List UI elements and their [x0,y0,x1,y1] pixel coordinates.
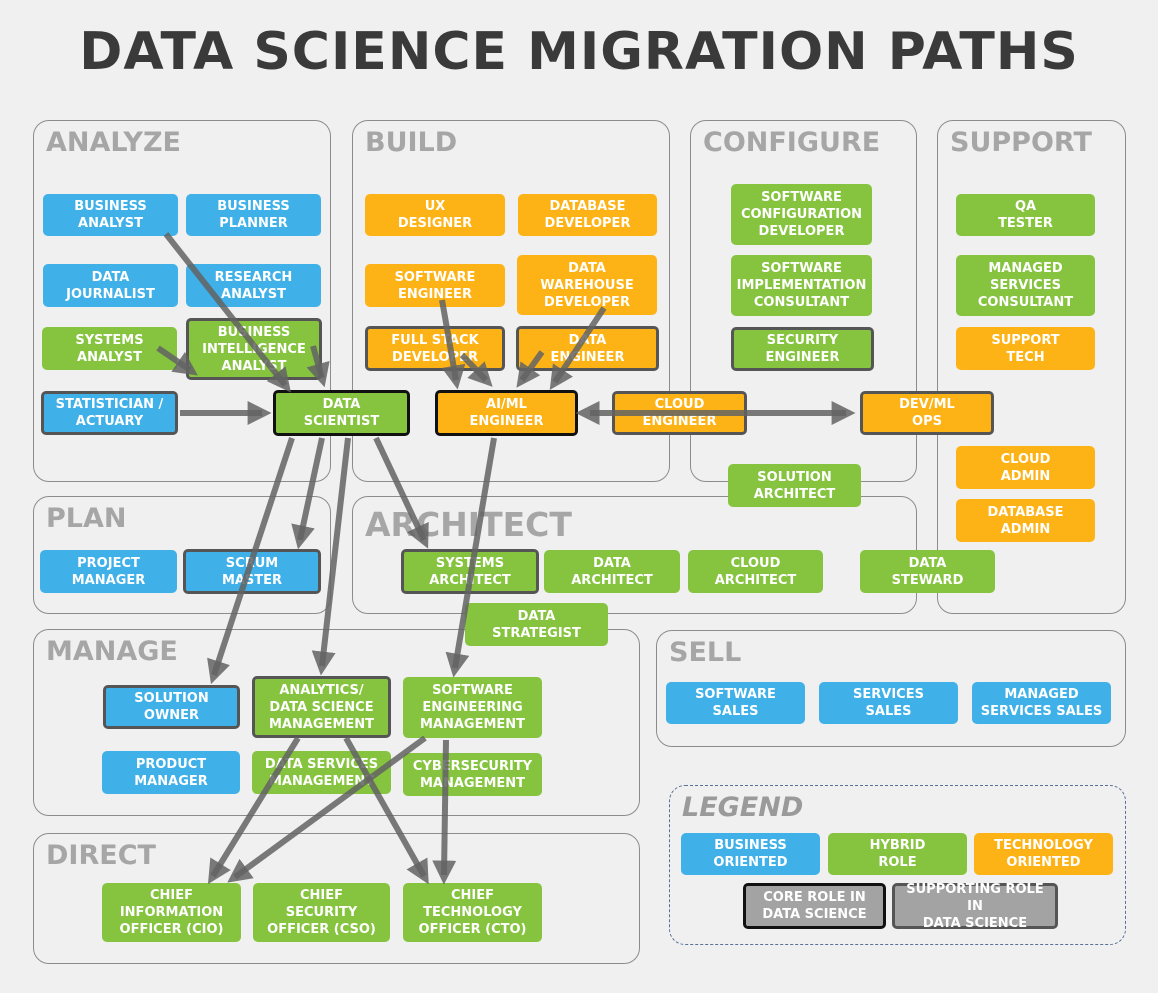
plan-section: PLAN [33,496,331,614]
role-data-warehouse-developer: DATA WAREHOUSE DEVELOPER [517,255,657,315]
role-cio: CHIEF INFORMATION OFFICER (CIO) [102,883,241,942]
role-software-implementation-consultant: SOFTWARE IMPLEMENTATION CONSULTANT [731,255,872,316]
role-full-stack-developer: FULL STACK DEVELOPER [365,326,505,371]
role-project-manager: PROJECT MANAGER [40,550,177,593]
role-dev-ml-ops: DEV/ML OPS [860,391,994,435]
support-section: SUPPORT [937,120,1126,614]
role-software-engineering-management: SOFTWARE ENGINEERING MANAGEMENT [403,677,542,738]
legend-section: LEGEND [669,785,1126,945]
role-data-journalist: DATA JOURNALIST [43,264,178,307]
role-business-analyst: BUSINESS ANALYST [43,194,178,236]
plan-section-title: PLAN [46,503,127,534]
role-systems-architect: SYSTEMS ARCHITECT [401,549,539,594]
page-title: DATA SCIENCE MIGRATION PATHS [79,22,1079,82]
role-software-configuration-developer: SOFTWARE CONFIGURATION DEVELOPER [731,184,872,245]
role-data-services-management: DATA SERVICES MANAGEMENT [252,751,391,794]
role-security-engineer: SECURITY ENGINEER [731,327,874,371]
role-cloud-admin: CLOUD ADMIN [956,446,1095,489]
role-cso: CHIEF SECURITY OFFICER (CSO) [253,883,390,942]
role-cloud-architect: CLOUD ARCHITECT [688,550,823,593]
analyze-section-title: ANALYZE [46,127,181,158]
role-database-admin: DATABASE ADMIN [956,499,1095,542]
role-support-tech: SUPPORT TECH [956,327,1095,370]
support-section-title: SUPPORT [950,127,1092,158]
role-qa-tester: QA TESTER [956,194,1095,236]
role-solution-owner: SOLUTION OWNER [103,685,240,729]
role-scrum-master: SCRUM MASTER [183,549,321,594]
manage-section-title: MANAGE [46,636,178,667]
legend-core-role: CORE ROLE IN DATA SCIENCE [743,883,886,929]
role-analytics-ds-management: ANALYTICS/ DATA SCIENCE MANAGEMENT [252,676,391,738]
role-software-sales: SOFTWARE SALES [666,682,805,724]
role-managed-services-consultant: MANAGED SERVICES CONSULTANT [956,255,1095,316]
role-data-architect: DATA ARCHITECT [544,550,680,593]
role-aiml-engineer: AI/ML ENGINEER [435,390,578,436]
build-section: BUILD [352,120,670,482]
role-cloud-engineer: CLOUD ENGINEER [612,391,747,435]
role-cybersecurity-management: CYBERSECURITY MANAGEMENT [403,753,542,796]
analyze-section: ANALYZE [33,120,331,482]
role-software-engineer: SOFTWARE ENGINEER [365,264,505,307]
architect-section-title: ARCHITECT [365,505,572,544]
sell-section: SELL [656,630,1126,747]
build-section-title: BUILD [365,127,458,158]
role-bi-analyst: BUSINESS INTELLIGENCE ANALYST [186,318,322,380]
role-product-manager: PRODUCT MANAGER [102,751,240,794]
legend-section-title: LEGEND [682,792,804,823]
legend-supporting-role: SUPPORTING ROLE IN DATA SCIENCE [892,882,1058,931]
legend-business-oriented: BUSINESS ORIENTED [681,833,820,875]
legend-hybrid-role: HYBRID ROLE [828,833,967,875]
role-ux-designer: UX DESIGNER [365,194,505,236]
role-cto: CHIEF TECHNOLOGY OFFICER (CTO) [403,883,542,942]
role-systems-analyst: SYSTEMS ANALYST [42,327,177,370]
configure-section: CONFIGURE [690,120,917,482]
legend-technology-oriented: TECHNOLOGY ORIENTED [974,833,1113,875]
role-data-engineer: DATA ENGINEER [516,326,659,371]
role-data-steward: DATA STEWARD [860,550,995,593]
role-data-strategist: DATA STRATEGIST [465,603,608,646]
configure-section-title: CONFIGURE [703,127,881,158]
role-solution-architect: SOLUTION ARCHITECT [728,464,861,507]
role-research-analyst: RESEARCH ANALYST [186,264,321,307]
role-managed-services-sales: MANAGED SERVICES SALES [972,682,1111,724]
direct-section-title: DIRECT [46,840,156,871]
sell-section-title: SELL [669,637,742,668]
role-business-planner: BUSINESS PLANNER [186,194,321,236]
role-services-sales: SERVICES SALES [819,682,958,724]
role-database-developer: DATABASE DEVELOPER [518,194,657,236]
role-statistician-actuary: STATISTICIAN / ACTUARY [41,391,178,435]
role-data-scientist: DATA SCIENTIST [273,390,410,436]
